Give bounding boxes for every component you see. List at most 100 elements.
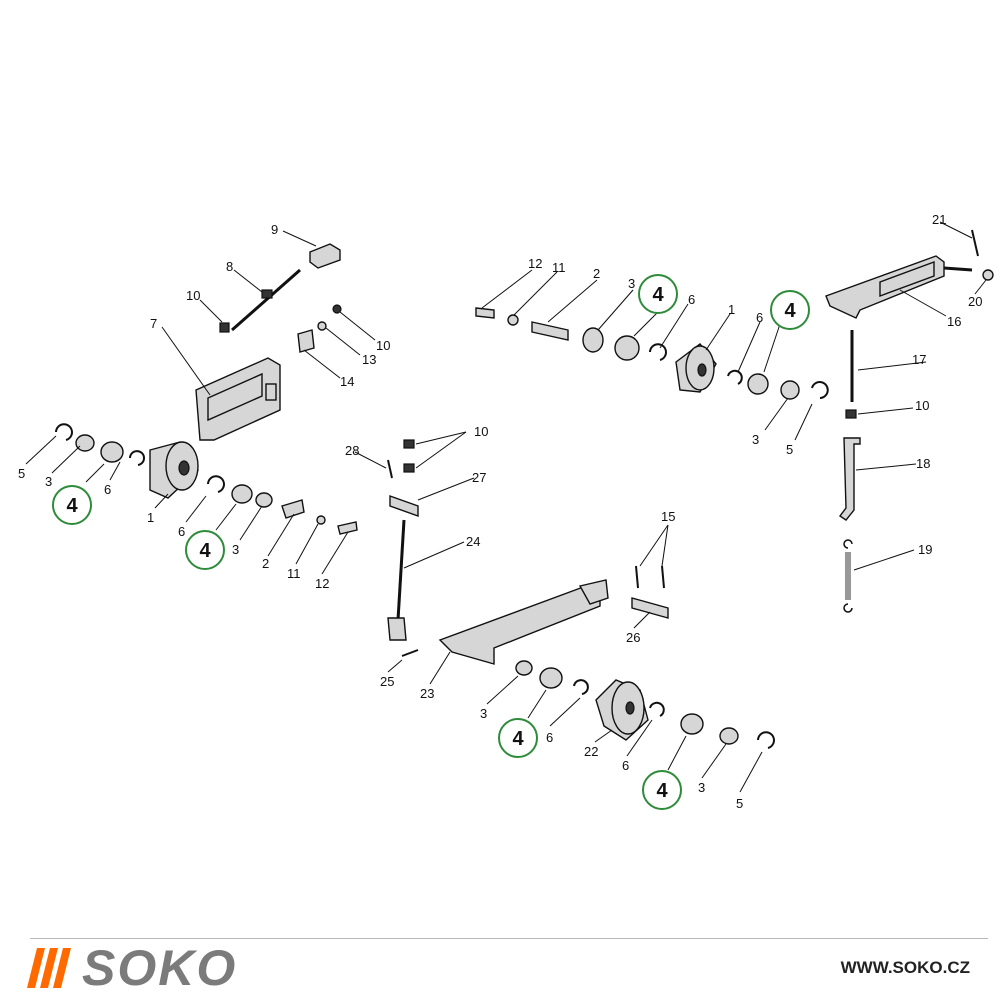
part-label: 1 — [147, 510, 154, 525]
leader-lines — [25, 221, 987, 793]
rod-eye — [387, 617, 407, 641]
part-label: 15 — [661, 509, 675, 524]
rod-nut — [261, 289, 273, 299]
part-label: 10 — [186, 288, 200, 303]
part-label: 22 — [584, 744, 598, 759]
split-pin-15b — [661, 565, 665, 589]
highlight-callout: 4 — [498, 718, 538, 758]
part-label: 7 — [150, 316, 157, 331]
arm-yoke — [578, 579, 609, 605]
highlight-number: 4 — [199, 540, 211, 562]
part-label: 28 — [345, 443, 359, 458]
washer-part — [582, 327, 604, 353]
highlight-number: 4 — [656, 780, 668, 802]
nut-10b — [403, 463, 415, 473]
nut-10 — [332, 304, 342, 314]
circlip-part — [649, 343, 667, 361]
part-label: 6 — [688, 292, 695, 307]
left-assembly — [55, 243, 358, 535]
brand-name: SOKO — [82, 940, 238, 996]
part-label: 5 — [18, 466, 25, 481]
nut-part — [219, 322, 230, 333]
part-label: 10 — [376, 338, 390, 353]
part-label: 24 — [466, 534, 480, 549]
highlight-number: 4 — [652, 284, 664, 306]
washer-part — [507, 314, 519, 326]
lever-pin — [943, 266, 973, 272]
part-label: 2 — [593, 266, 600, 281]
center-assembly — [475, 307, 829, 400]
part-label: 12 — [528, 256, 542, 271]
nut-10 — [845, 409, 857, 419]
circlip-part — [727, 369, 743, 385]
lower-assembly — [387, 439, 775, 749]
part-label: 3 — [232, 542, 239, 557]
part-label: 19 — [918, 542, 932, 557]
washer-13 — [317, 321, 327, 331]
circlip-part — [757, 731, 775, 749]
part-label: 10 — [474, 424, 488, 439]
pin-27 — [389, 495, 419, 517]
part-label: 20 — [968, 294, 982, 309]
washer-20 — [982, 269, 994, 281]
circlip-part — [129, 450, 145, 466]
nut-10a — [403, 439, 415, 449]
part-label: 17 — [912, 352, 926, 367]
part-label: 6 — [546, 730, 553, 745]
exploded-parts-diagram: 5 3 6 1 6 3 2 11 12 7 9 8 10 10 13 14 12… — [18, 212, 994, 811]
washer-part — [719, 727, 739, 745]
part-label: 9 — [271, 222, 278, 237]
lever-grip — [879, 260, 935, 298]
highlight-number: 4 — [66, 495, 78, 517]
part-label: 21 — [932, 212, 946, 227]
split-pin-21 — [971, 229, 979, 257]
brand-stripes-icon — [27, 948, 71, 988]
brand-logo: SOKO — [27, 940, 238, 996]
part-label: 1 — [728, 302, 735, 317]
part-label: 6 — [104, 482, 111, 497]
part-label: 5 — [786, 442, 793, 457]
highlight-callout: 4 — [770, 290, 810, 330]
part-label: 18 — [916, 456, 930, 471]
pin-part — [531, 321, 569, 341]
part-label: 3 — [752, 432, 759, 447]
washer-part — [75, 434, 95, 452]
part-label: 23 — [420, 686, 434, 701]
part-label: 11 — [287, 566, 301, 581]
washer-part — [515, 660, 533, 676]
callout-labels: 5 3 6 1 6 3 2 11 12 7 9 8 10 10 13 14 12… — [18, 212, 982, 811]
washer-part — [316, 515, 326, 525]
arm-23 — [438, 585, 601, 665]
part-label: 3 — [45, 474, 52, 489]
website-url: WWW.SOKO.CZ — [840, 958, 970, 977]
pulley-hub — [697, 363, 707, 377]
highlight-callout: 4 — [642, 770, 682, 810]
part-label: 25 — [380, 674, 394, 689]
part-label: 3 — [628, 276, 635, 291]
bearing-part — [614, 335, 640, 361]
part-label: 3 — [698, 780, 705, 795]
footer-divider — [30, 938, 988, 939]
bearing-part — [747, 373, 769, 395]
circlip-part — [649, 701, 665, 717]
highlight-callout: 4 — [185, 530, 225, 570]
bolt-part — [337, 521, 358, 535]
part-label: 11 — [552, 260, 566, 275]
part-label: 6 — [756, 310, 763, 325]
bearing-part — [680, 713, 704, 735]
circlip-part — [207, 475, 225, 493]
part-label: 12 — [315, 576, 329, 591]
bracket-inner — [207, 372, 263, 422]
part-label: 27 — [472, 470, 486, 485]
part-label: 2 — [262, 556, 269, 571]
plate-part — [297, 329, 315, 353]
circlip-part — [573, 679, 589, 695]
part-label: 14 — [340, 374, 354, 389]
part-label: 6 — [622, 758, 629, 773]
pulley-hub — [178, 460, 190, 476]
part-label: 13 — [362, 352, 376, 367]
threaded-rod — [231, 268, 301, 332]
link-18 — [838, 437, 861, 521]
pin-26 — [631, 597, 669, 619]
highlight-callout: 4 — [638, 274, 678, 314]
